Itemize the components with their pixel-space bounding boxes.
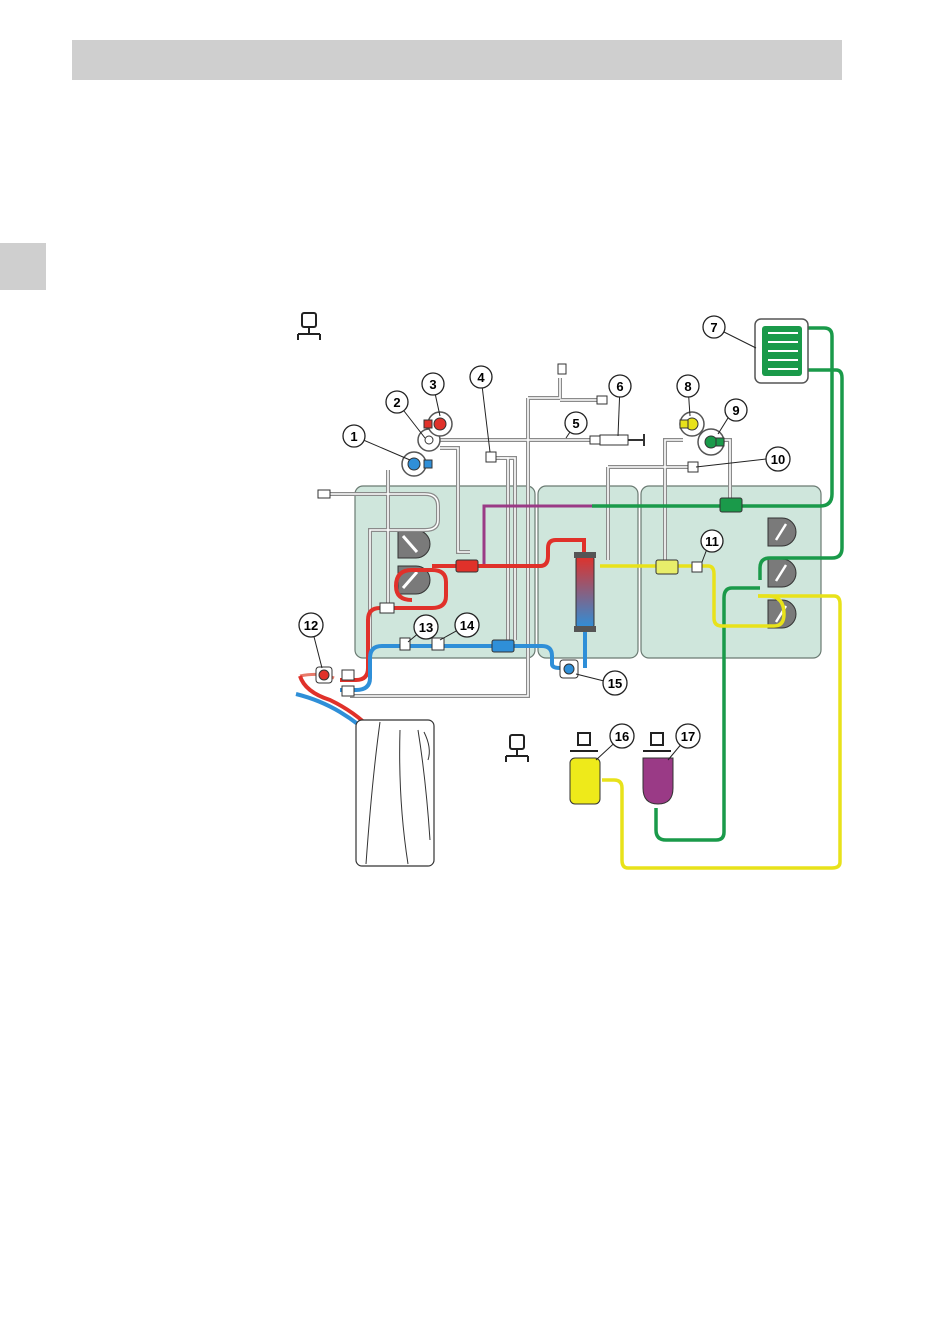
- heater: [755, 319, 808, 383]
- callout-5: 5: [565, 412, 587, 434]
- callout-11-label: 11: [705, 534, 719, 549]
- pressure-sensor-effluent: [680, 412, 704, 436]
- callout-15-label: 15: [608, 676, 622, 691]
- fluid-pump-2: [768, 559, 796, 587]
- callout-5-label: 5: [572, 416, 579, 431]
- callout-7: 7: [703, 316, 725, 338]
- access-clamp: [316, 667, 332, 683]
- callout-6-label: 6: [616, 379, 623, 394]
- blood-pump-1: [398, 530, 430, 558]
- effluent-bag: [570, 733, 600, 804]
- callout-12: 12: [299, 613, 323, 637]
- callout-10-label: 10: [771, 452, 785, 467]
- callout-3: 3: [422, 373, 444, 395]
- patient-illustration: [356, 720, 434, 866]
- scale-icon-top: [298, 313, 320, 340]
- callout-8: 8: [677, 375, 699, 397]
- dialysate-bag: [643, 733, 673, 804]
- callout-1-label: 1: [350, 429, 357, 444]
- callout-7-label: 7: [710, 320, 717, 335]
- callout-3-label: 3: [429, 377, 436, 392]
- callout-12-label: 12: [304, 618, 318, 633]
- callout-16: 16: [610, 724, 634, 748]
- filter: [574, 552, 596, 632]
- callout-2-label: 2: [393, 395, 400, 410]
- pressure-sensor-dialysate: [698, 429, 724, 455]
- fluid-pump-1: [768, 518, 796, 546]
- callout-9: 9: [725, 399, 747, 421]
- venous-chamber: [492, 640, 514, 652]
- air-detector: [560, 660, 578, 678]
- arterial-chamber: [456, 560, 478, 572]
- pressure-sensor-access: [402, 452, 432, 476]
- callout-11: 11: [701, 530, 723, 552]
- callout-10: 10: [766, 447, 790, 471]
- callout-1: 1: [343, 425, 365, 447]
- syringe: [600, 434, 644, 446]
- dialysate-chamber: [720, 498, 742, 512]
- effluent-chamber: [656, 560, 678, 574]
- callout-14: 14: [455, 613, 479, 637]
- callout-16-label: 16: [615, 729, 629, 744]
- callout-15: 15: [603, 671, 627, 695]
- callout-13-label: 13: [419, 620, 433, 635]
- scale-icon-bottom: [506, 735, 528, 762]
- callout-6: 6: [609, 375, 631, 397]
- callout-2: 2: [386, 391, 408, 413]
- callout-8-label: 8: [684, 379, 691, 394]
- callout-17: 17: [676, 724, 700, 748]
- callout-4: 4: [470, 366, 492, 388]
- callout-17-label: 17: [681, 729, 695, 744]
- callout-9-label: 9: [732, 403, 739, 418]
- callout-13: 13: [414, 615, 438, 639]
- callout-14-label: 14: [460, 618, 475, 633]
- callout-4-label: 4: [477, 370, 485, 385]
